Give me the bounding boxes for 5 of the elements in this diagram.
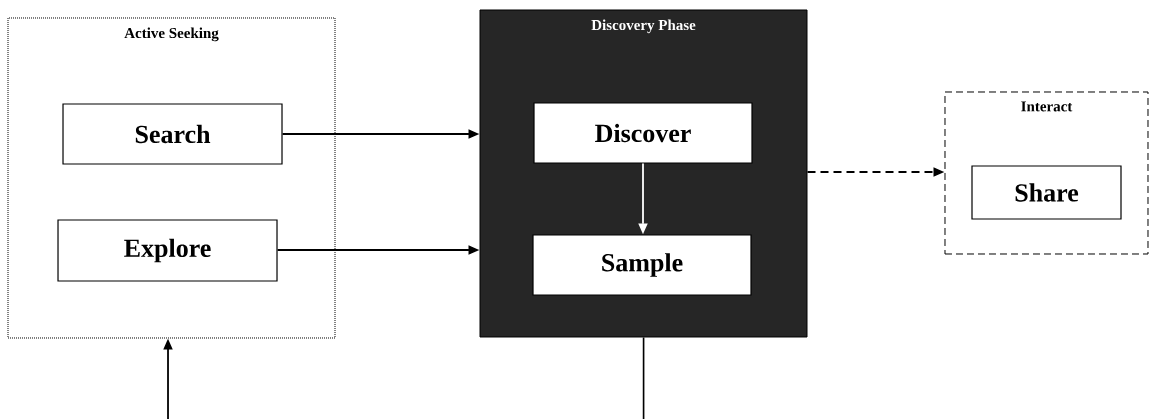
process-box: Explore — [57, 219, 278, 282]
process-box: Discover — [533, 102, 753, 164]
process-box: Search — [62, 103, 283, 165]
process-box: Share — [971, 165, 1122, 220]
process-box: Sample — [532, 234, 752, 296]
